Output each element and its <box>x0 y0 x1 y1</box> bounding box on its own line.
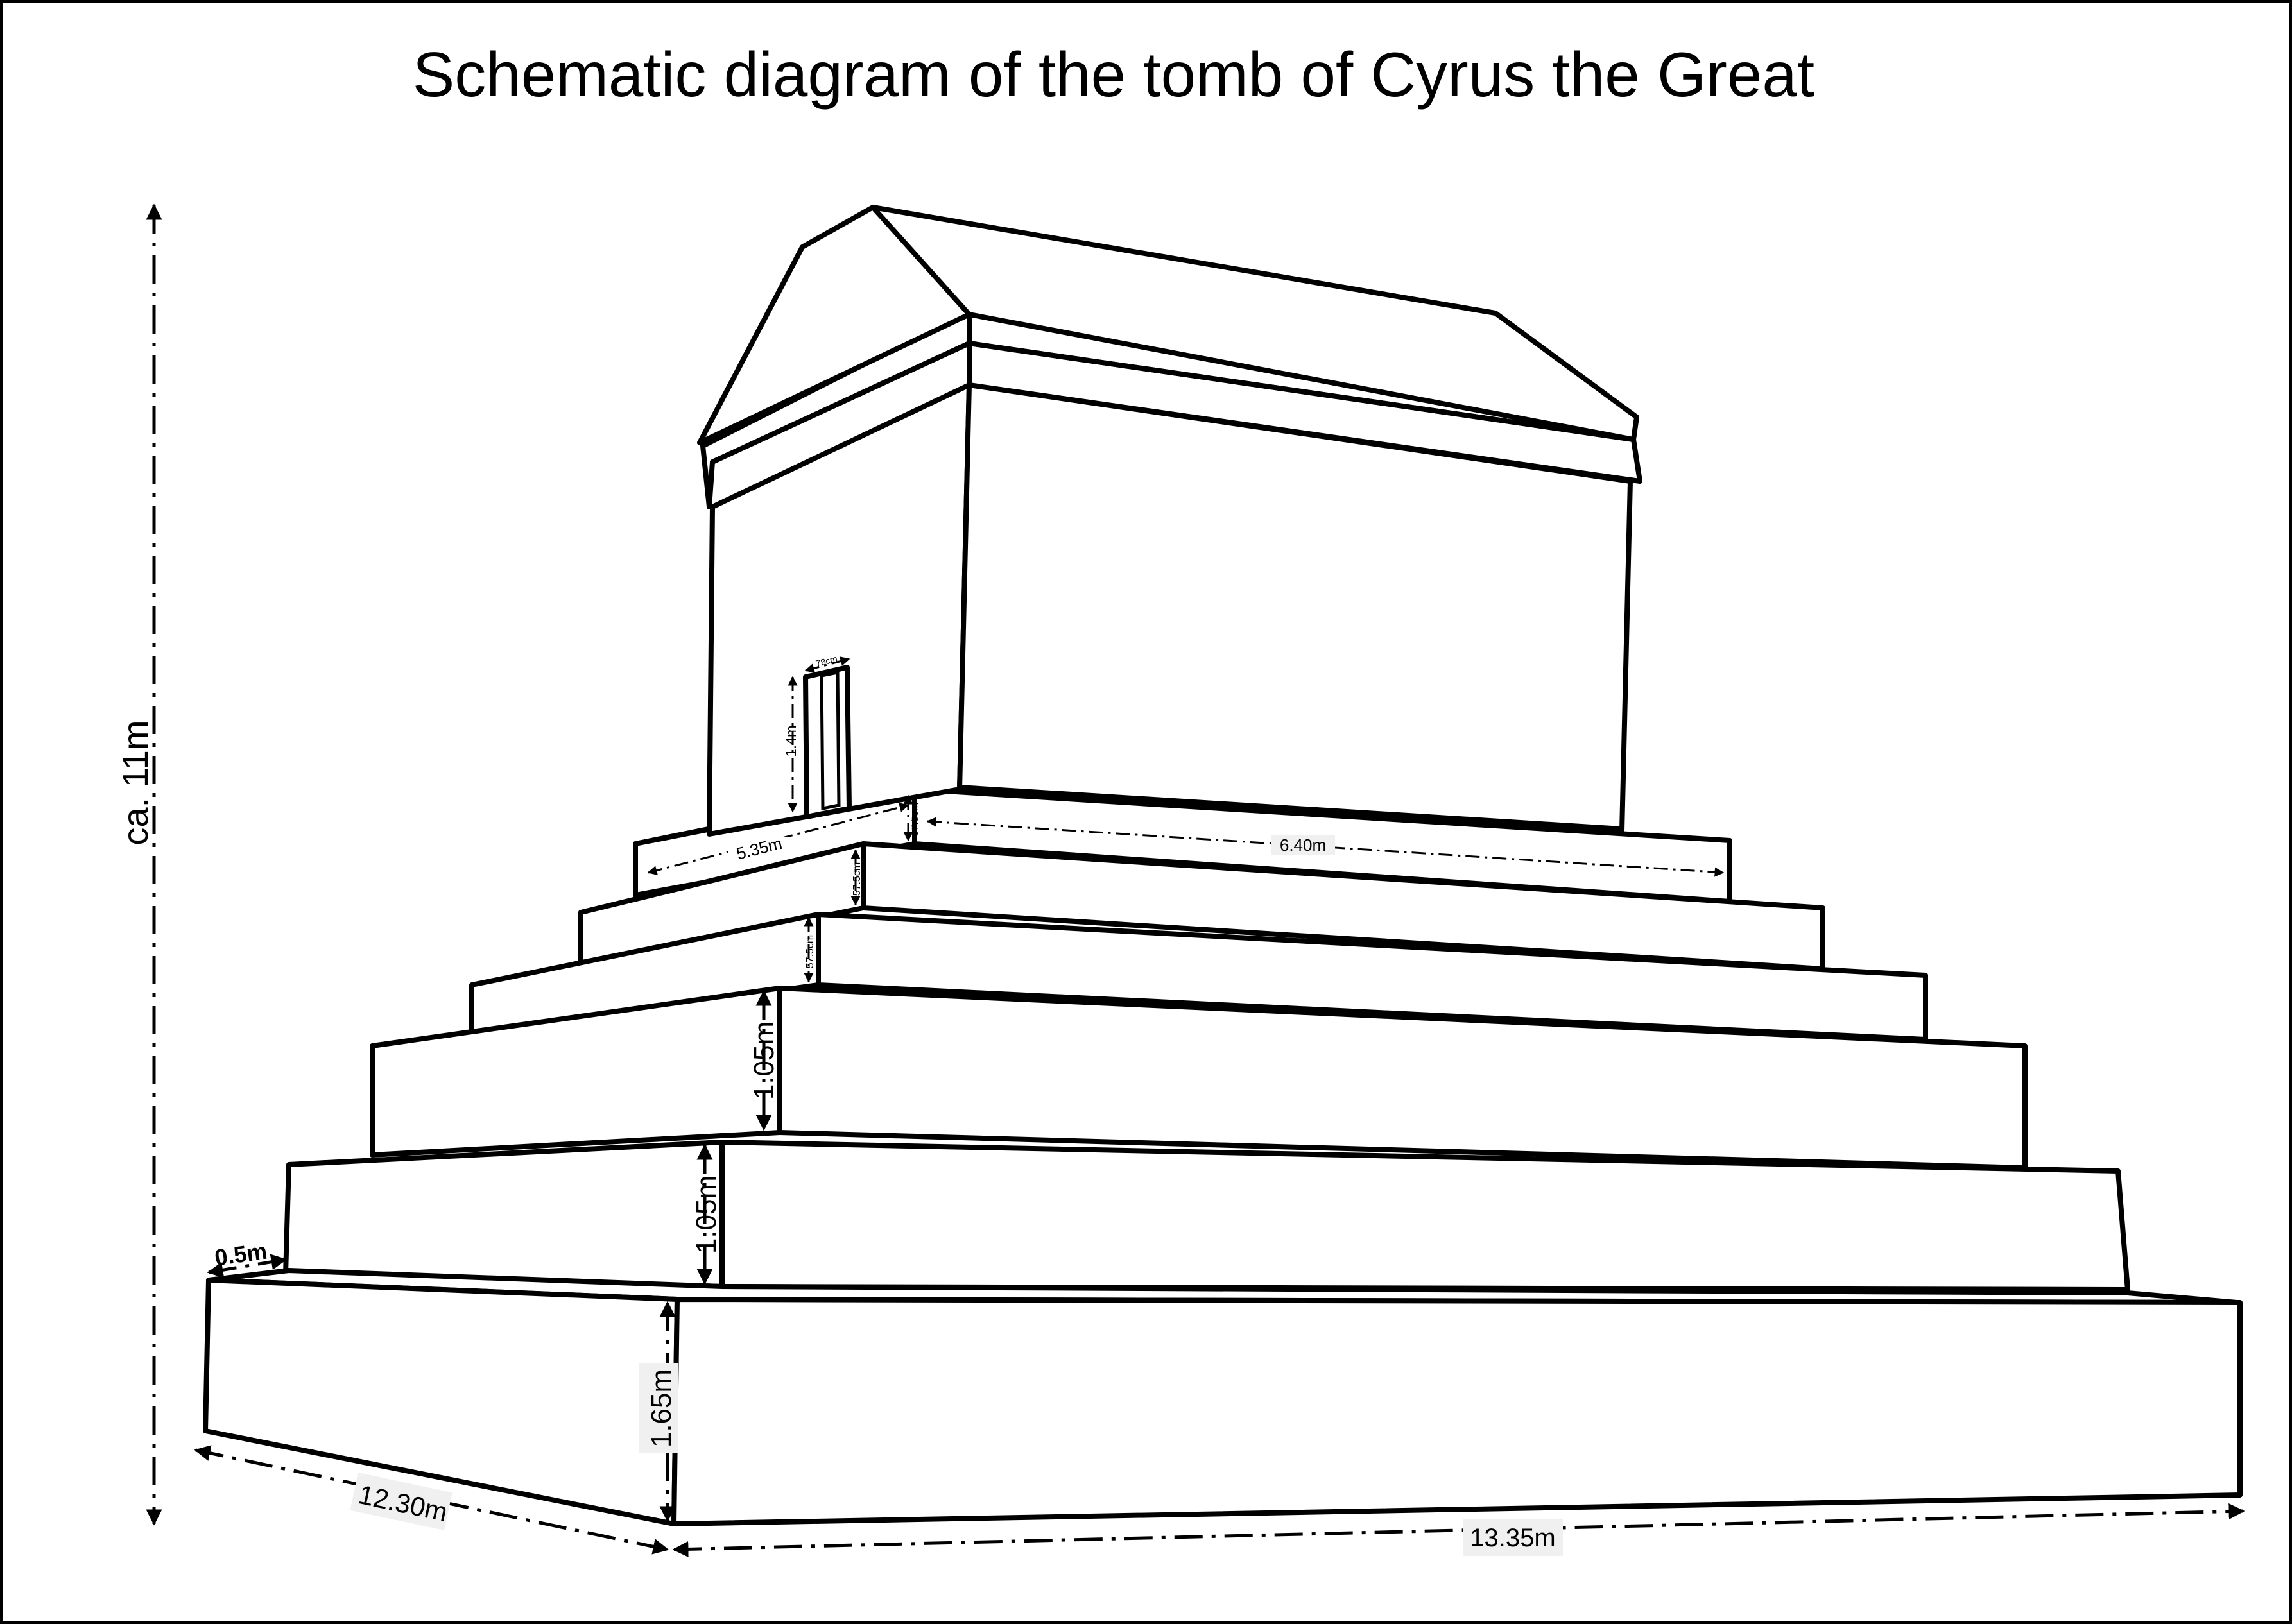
base-height-label: 1.65m <box>646 1369 677 1448</box>
base-front-right <box>671 1297 2243 1526</box>
top-depth-dimension-line <box>647 803 909 875</box>
top-depth-label-bg <box>728 837 793 858</box>
tier-2-front-right <box>719 1140 2130 1292</box>
cornice-divider-line <box>969 341 1634 442</box>
door-opening <box>820 670 841 811</box>
base-height-label-bg <box>639 1363 678 1453</box>
top-width-label: 6.40m <box>1280 835 1326 855</box>
ledge-dimension-line <box>207 1254 288 1278</box>
tier2-height-label: 1.05m <box>691 1175 722 1254</box>
base-front-left <box>203 1278 680 1526</box>
tier3-height-label: 1.05m <box>748 1021 780 1100</box>
tier5-height-label: 57.5cm <box>852 862 863 896</box>
ledge-label: 0.5m <box>213 1238 269 1271</box>
cornice-divider-line-left <box>711 341 970 465</box>
base-width-dimension-line <box>672 1503 2245 1557</box>
roof-slope <box>870 205 1639 442</box>
tier-1-base <box>203 1268 2243 1526</box>
diagram-title: Schematic diagram of the tomb of Cyrus t… <box>412 39 1815 110</box>
door-width-dimension-line <box>804 656 850 673</box>
tier4-height-label: 57.5cm <box>805 935 816 968</box>
base-depth-label-bg <box>350 1473 452 1530</box>
total-height-label: ca. 11m <box>115 720 155 845</box>
tomb-diagram: ca. 11m 12.30m 13.35m 0.5m 1.65m 1.05m 1… <box>115 203 2245 1557</box>
tier-2 <box>283 1140 2130 1292</box>
base-width-label: 13.35m <box>1470 1524 1555 1552</box>
tier6-height-label: 57.5cm <box>909 803 920 836</box>
door-height-label: 1.4m <box>783 726 799 757</box>
tomb-chamber <box>697 205 1642 837</box>
top-width-label-bg <box>1271 835 1335 855</box>
doorway <box>803 665 852 819</box>
base-width-label-bg <box>1463 1519 1563 1556</box>
tier-2-front-left <box>283 1140 725 1289</box>
